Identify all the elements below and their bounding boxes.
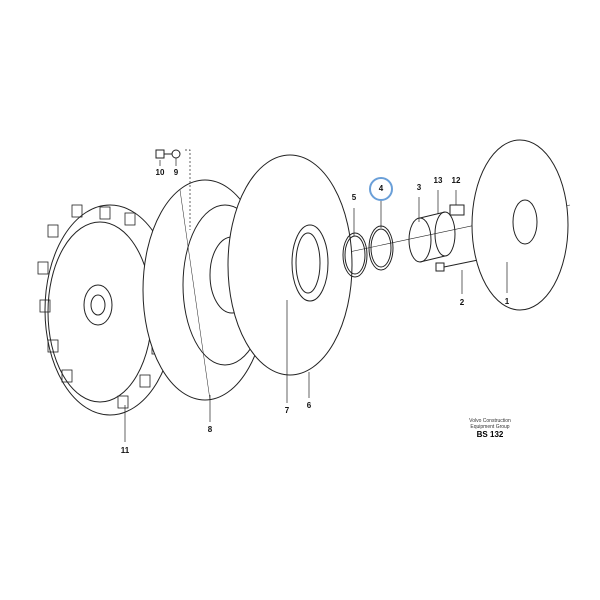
- part-label-3[interactable]: 3: [416, 183, 422, 192]
- part-label-6[interactable]: 6: [306, 401, 312, 410]
- washer-part-9: [171, 149, 181, 159]
- gear-part-13: [434, 211, 456, 257]
- diagram-code: BS 132: [476, 430, 504, 439]
- gear-part-3: [408, 211, 446, 263]
- plug-part-12: [449, 204, 465, 216]
- part-label-8[interactable]: 8: [207, 425, 213, 434]
- part-label-13[interactable]: 13: [433, 176, 443, 185]
- part-label-10[interactable]: 10: [155, 168, 165, 177]
- bolt-part-10: [155, 149, 172, 159]
- caption-line-2: Equipment Group: [470, 424, 510, 430]
- part-label-5[interactable]: 5: [351, 193, 357, 202]
- part-label-9[interactable]: 9: [173, 168, 179, 177]
- o-ring-part-4: [368, 225, 394, 271]
- pump-part-1: [471, 139, 569, 311]
- leader-lines: [124, 158, 508, 442]
- o-ring-part-5: [342, 232, 368, 278]
- part-label-7[interactable]: 7: [284, 406, 290, 415]
- part-label-11[interactable]: 11: [120, 446, 130, 455]
- caption-line-1: Volvo Construction: [469, 418, 511, 424]
- plate-part-6: [227, 154, 353, 376]
- part-label-2[interactable]: 2: [459, 298, 465, 307]
- bolt-part-2: [435, 259, 479, 272]
- part-label-1[interactable]: 1: [504, 297, 510, 306]
- seal-part-7: [291, 224, 329, 302]
- part-label-4[interactable]: 4: [378, 184, 384, 193]
- highlight-circle: [369, 177, 393, 201]
- part-label-12[interactable]: 12: [451, 176, 461, 185]
